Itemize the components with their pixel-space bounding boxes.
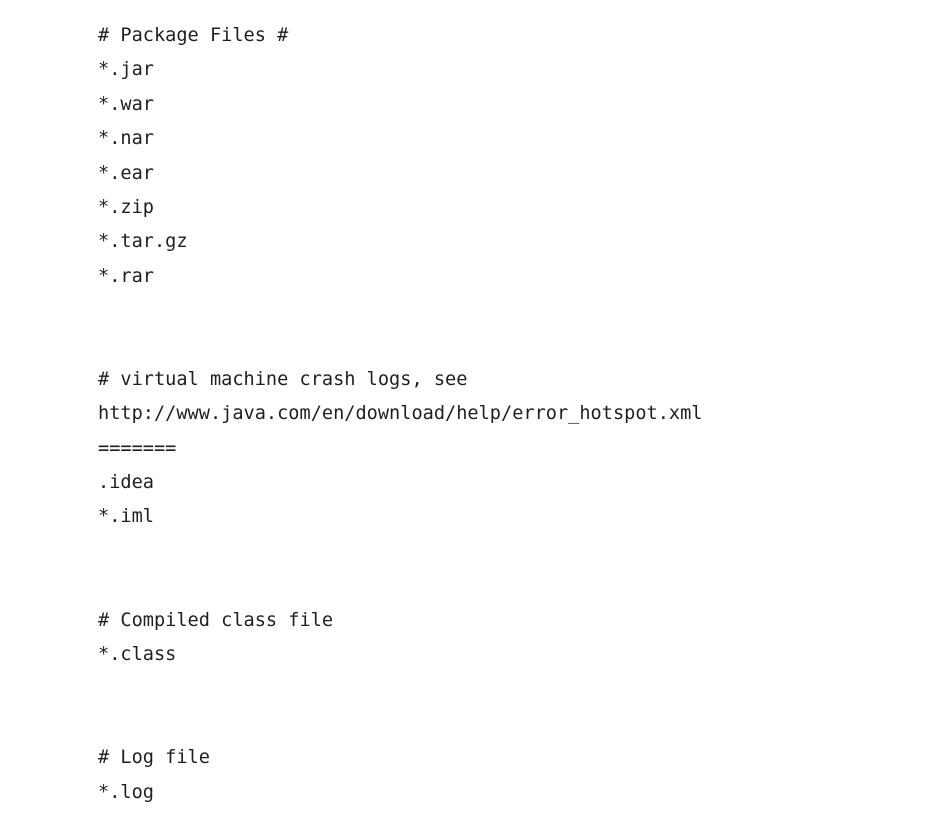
- blank-line: [98, 334, 927, 368]
- comment-package-files: # Package Files #: [98, 25, 289, 46]
- blank-line: [98, 540, 927, 574]
- blank-line: [98, 574, 927, 608]
- blank-line: [98, 299, 927, 333]
- pattern-iml: *.iml: [98, 506, 154, 528]
- gitignore-document: # Package Files # *.jar *.war *.nar *.ea…: [98, 24, 927, 815]
- pattern-class: *.class: [98, 644, 177, 666]
- comment-compiled-class: # Compiled class file: [98, 609, 334, 631]
- comment-log-file: # Log file: [98, 747, 210, 769]
- pattern-idea: .idea: [98, 472, 154, 494]
- pattern-ear: *.ear: [98, 162, 154, 184]
- pattern-zip: *.zip: [98, 196, 154, 218]
- pattern-rar: *.rar: [98, 265, 154, 287]
- blank-line: [98, 677, 927, 711]
- comment-vm-crash-logs: # virtual machine crash logs, see: [98, 368, 468, 390]
- pattern-jar: *.jar: [98, 59, 154, 81]
- crash-log-url: http://www.java.com/en/download/help/err…: [98, 403, 703, 425]
- pattern-nar: *.nar: [98, 128, 154, 150]
- blank-line: [98, 712, 927, 746]
- separator: =======: [98, 437, 177, 459]
- pattern-log: *.log: [98, 781, 154, 803]
- pattern-tar-gz: *.tar.gz: [98, 231, 188, 253]
- pattern-war: *.war: [98, 93, 154, 115]
